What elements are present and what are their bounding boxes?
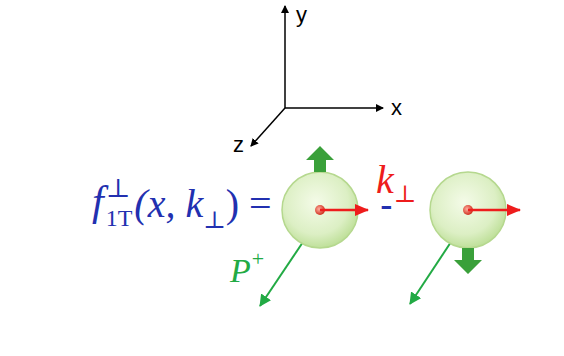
formula-argument: ) = bbox=[226, 184, 272, 224]
minus-sign: - bbox=[380, 186, 393, 224]
axes bbox=[251, 6, 383, 146]
momentum-superscript: + bbox=[252, 248, 264, 270]
momentum-subscript: ⊥ bbox=[394, 182, 417, 206]
axis-label: y bbox=[296, 4, 307, 26]
axis-label: z bbox=[233, 134, 244, 156]
formula-argument: (x, k bbox=[134, 184, 203, 224]
formula-symbol: f bbox=[92, 180, 104, 222]
formula-subscript: 1T bbox=[106, 206, 133, 230]
spin-down-nucleon bbox=[410, 172, 520, 304]
formula-subscript: ⊥ bbox=[203, 208, 226, 232]
axis-label: x bbox=[391, 97, 402, 119]
formula-superscript: ⊥ bbox=[106, 176, 130, 202]
spin-up-nucleon bbox=[260, 146, 368, 306]
momentum-label: P bbox=[230, 254, 251, 288]
